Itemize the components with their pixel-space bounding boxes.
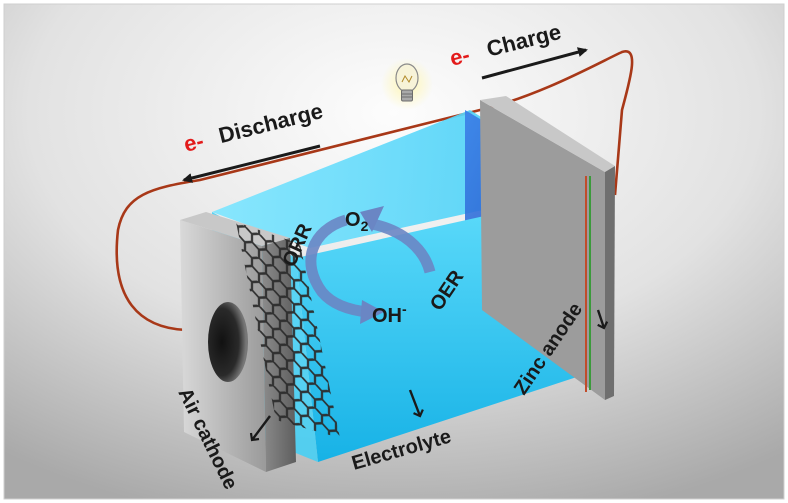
- air-cathode-pointer: [249, 415, 271, 442]
- o2-label: O2: [345, 209, 369, 234]
- charge-arrow: [481, 47, 588, 80]
- zinc-anode-plate: [480, 96, 615, 400]
- circuit-wire: [115, 50, 634, 332]
- zinc-anode-pointer: [596, 309, 609, 330]
- electrolyte-pointer: [408, 389, 424, 418]
- graphene-mesh-icon: [236, 222, 340, 438]
- air-inlet-hole: [208, 302, 248, 382]
- cycle-arrow-icon: [305, 206, 436, 324]
- discharge-arrow: [182, 144, 321, 183]
- oh-label: OH-: [372, 301, 407, 327]
- lightbulb-icon: [381, 58, 433, 110]
